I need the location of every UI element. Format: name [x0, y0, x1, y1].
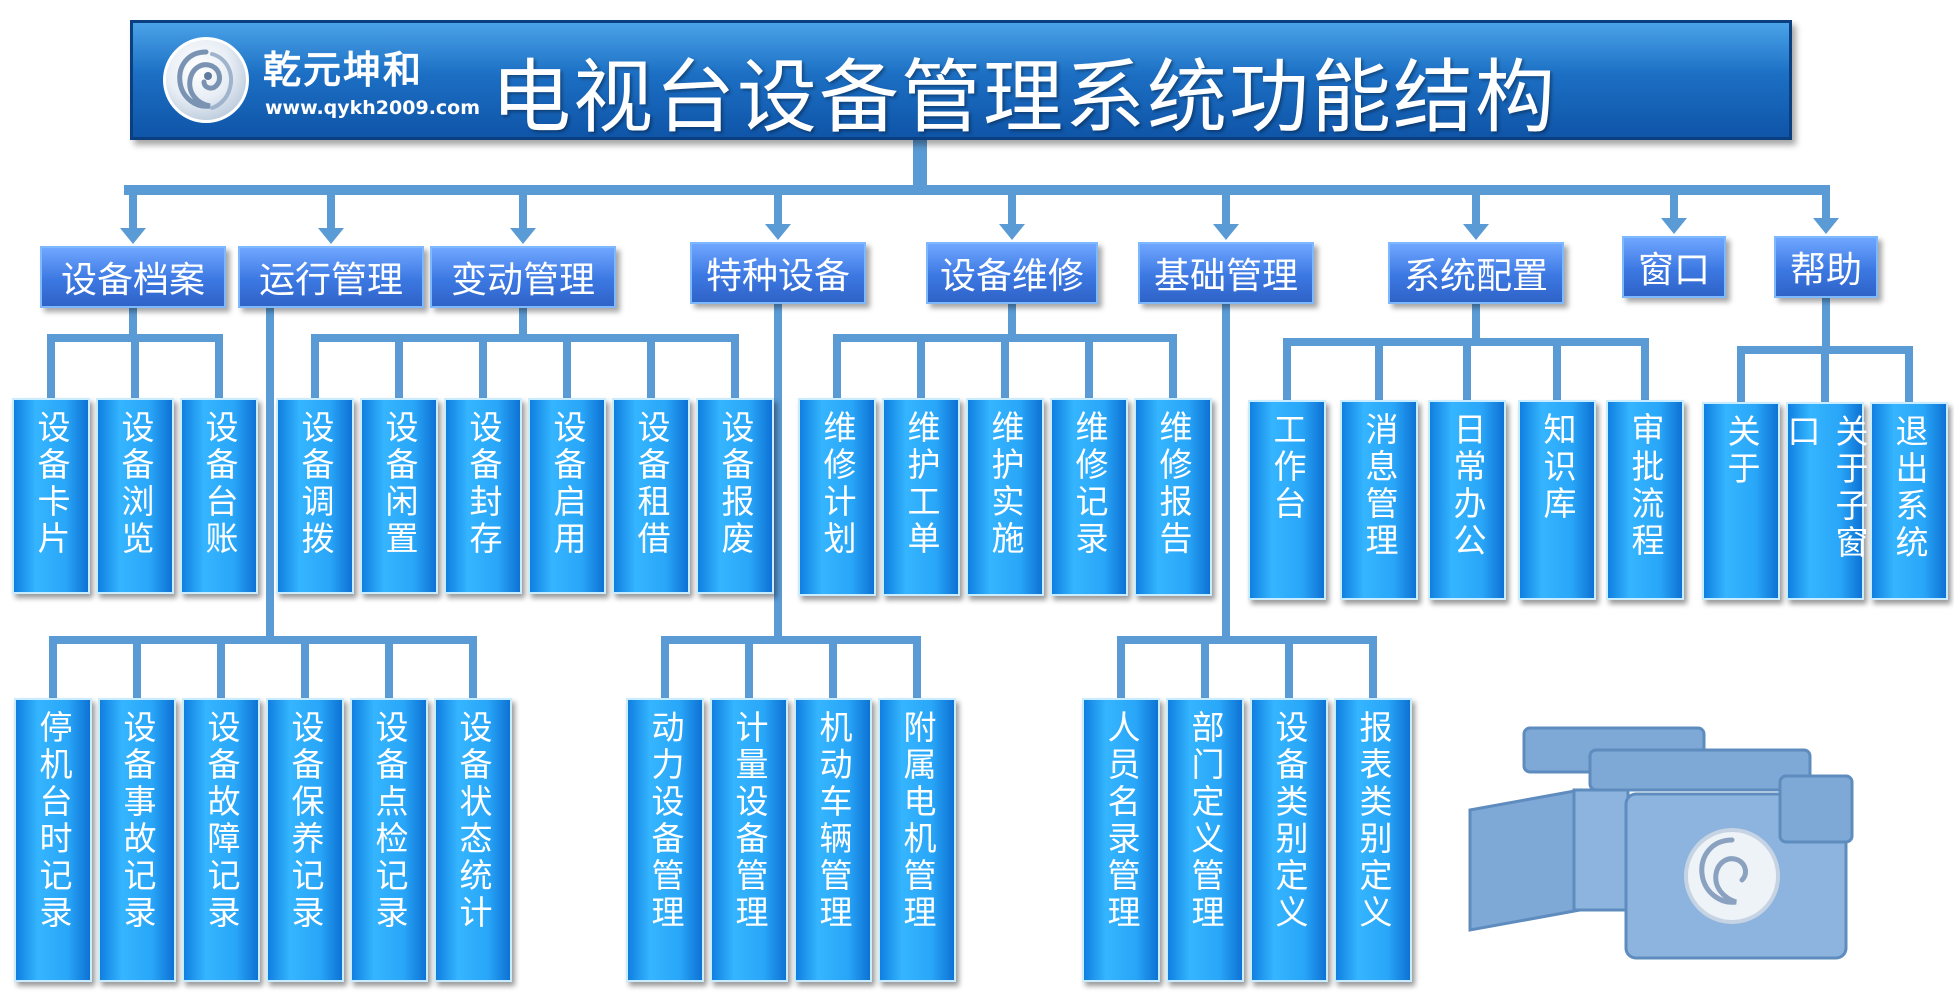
leaf-label: 设备状态统计: [454, 710, 493, 932]
leaf-upkeep-record: 设备保养记录: [266, 698, 344, 982]
connector-arrow-7: [510, 228, 536, 244]
leaf-equipment-sealed: 设备封存: [444, 398, 522, 594]
leaf-equipment-lease: 设备租借: [612, 398, 690, 594]
leaf-equipment-idle: 设备闲置: [360, 398, 438, 594]
category-help: 帮助: [1774, 236, 1878, 298]
leaf-label: 退出系统: [1890, 414, 1929, 562]
leaf-label: 计量设备管理: [730, 710, 769, 932]
leaf-maintenance-order: 维护工单: [882, 398, 960, 596]
leaf-about: 关于: [1702, 402, 1780, 600]
leaf-label: 日常办公: [1448, 412, 1487, 560]
leaf-inspection-record: 设备点检记录: [350, 698, 428, 982]
leaf-label: 设备调拨: [296, 410, 335, 558]
leaf-metering-equipment: 计量设备管理: [710, 698, 788, 982]
connector-arrow-3: [120, 228, 146, 244]
leaf-label: 停机台时记录: [34, 710, 73, 932]
leaf-label: 报表类别定义: [1354, 710, 1393, 932]
leaf-label: 关于: [1722, 414, 1761, 488]
leaf-label: 消息管理: [1360, 412, 1399, 560]
category-equipment-archive: 设备档案: [40, 246, 226, 308]
leaf-daily-office: 日常办公: [1428, 400, 1506, 600]
leaf-label: 附属电机管理: [898, 710, 937, 932]
leaf-repair-record: 维修记录: [1050, 398, 1128, 596]
page-title: 电视台设备管理系统功能结构: [491, 51, 1557, 144]
category-basic-management: 基础管理: [1138, 242, 1314, 304]
leaf-equipment-scrap: 设备报废: [696, 398, 774, 594]
leaf-label: 知识库: [1538, 412, 1577, 523]
leaf-label: 机动车辆管理: [814, 710, 853, 932]
leaf-approval-process: 审批流程: [1606, 400, 1684, 600]
leaf-label: 设备故障记录: [202, 710, 241, 932]
leaf-about-child-window: 关于子窗口: [1782, 402, 1869, 600]
leaf-fault-record: 设备故障记录: [182, 698, 260, 982]
category-system-config: 系统配置: [1388, 242, 1564, 304]
category-equipment-maintenance: 设备维修: [926, 242, 1098, 304]
leaf-message-management: 消息管理: [1340, 400, 1418, 600]
leaf-label: 维护工单: [902, 410, 941, 558]
connector-arrow-17: [1661, 218, 1687, 234]
leaf-label: 设备台账: [200, 410, 239, 558]
leaf-auxiliary-motor: 附属电机管理: [878, 698, 956, 982]
leaf-power-equipment: 动力设备管理: [626, 698, 704, 982]
leaf-exit-system: 退出系统: [1870, 402, 1948, 600]
leaf-repair-plan: 维修计划: [798, 398, 876, 596]
leaf-label: 设备类别定义: [1270, 710, 1309, 932]
leaf-department-definition: 部门定义管理: [1166, 698, 1244, 982]
title-banner: 乾元坤和 www.qykh2009.com 电视台设备管理系统功能结构: [130, 20, 1792, 144]
leaf-label: 设备封存: [464, 410, 503, 558]
leaf-label: 设备浏览: [116, 410, 155, 558]
category-change-management: 变动管理: [430, 246, 616, 308]
leaf-label: 维修报告: [1154, 410, 1193, 558]
brand-url: www.qykh2009.com: [265, 97, 481, 119]
category-special-equipment: 特种设备: [690, 242, 866, 304]
leaf-label: 审批流程: [1626, 412, 1665, 560]
leaf-report-category: 报表类别定义: [1334, 698, 1412, 982]
connector-arrow-13: [1213, 224, 1239, 240]
leaf-label: 维护实施: [986, 410, 1025, 558]
leaf-label: 设备闲置: [380, 410, 419, 558]
connector-arrow-9: [765, 224, 791, 240]
connector-arrow-11: [999, 224, 1025, 240]
leaf-personnel-directory: 人员名录管理: [1082, 698, 1160, 982]
leaf-accident-record: 设备事故记录: [98, 698, 176, 982]
leaf-label: 设备报废: [716, 410, 755, 558]
video-camera-icon: [1468, 726, 1854, 960]
category-window: 窗口: [1622, 236, 1726, 298]
leaf-label: 关于子窗口: [1782, 414, 1869, 562]
connector-arrow-15: [1463, 224, 1489, 240]
leaf-label: 维修计划: [818, 410, 857, 558]
leaf-label: 设备卡片: [32, 410, 71, 558]
leaf-status-statistics: 设备状态统计: [434, 698, 512, 982]
leaf-equipment-ledger: 设备台账: [180, 398, 258, 594]
leaf-downtime-record: 停机台时记录: [14, 698, 92, 982]
leaf-label: 设备租借: [632, 410, 671, 558]
leaf-equipment-card: 设备卡片: [12, 398, 90, 594]
leaf-maintenance-implement: 维护实施: [966, 398, 1044, 596]
leaf-knowledge-base: 知识库: [1518, 400, 1596, 600]
brand-logo-icon: [163, 37, 249, 123]
leaf-label: 设备保养记录: [286, 710, 325, 932]
leaf-label: 部门定义管理: [1186, 710, 1225, 932]
leaf-equipment-browse: 设备浏览: [96, 398, 174, 594]
category-operation-management: 运行管理: [238, 246, 424, 308]
leaf-motor-vehicle: 机动车辆管理: [794, 698, 872, 982]
leaf-workbench: 工作台: [1248, 400, 1326, 600]
leaf-label: 人员名录管理: [1102, 710, 1141, 932]
leaf-equipment-transfer: 设备调拨: [276, 398, 354, 594]
leaf-label: 设备启用: [548, 410, 587, 558]
leaf-label: 设备点检记录: [370, 710, 409, 932]
leaf-equipment-enable: 设备启用: [528, 398, 606, 594]
leaf-label: 动力设备管理: [646, 710, 685, 932]
brand-name: 乾元坤和: [263, 48, 424, 92]
leaf-label: 设备事故记录: [118, 710, 157, 932]
leaf-repair-report: 维修报告: [1134, 398, 1212, 596]
connector-arrow-5: [318, 228, 344, 244]
leaf-label: 工作台: [1268, 412, 1307, 523]
connector-arrow-19: [1813, 218, 1839, 234]
leaf-equipment-category: 设备类别定义: [1250, 698, 1328, 982]
leaf-label: 维修记录: [1070, 410, 1109, 558]
